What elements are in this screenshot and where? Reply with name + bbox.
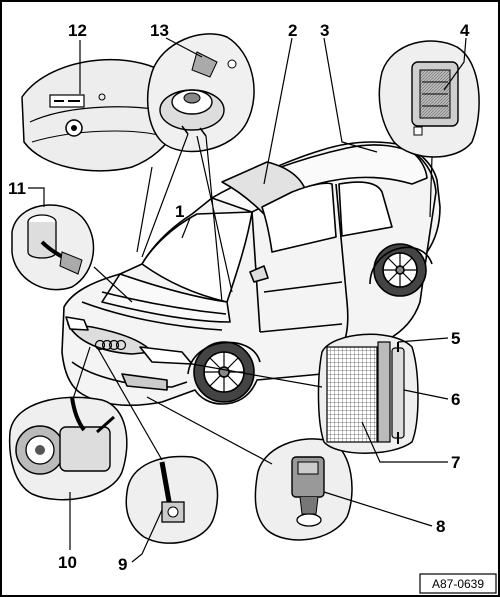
callout-3: 3 — [320, 21, 329, 40]
figure-reference-text: A87-0639 — [432, 577, 484, 591]
callout-4: 4 — [460, 21, 470, 40]
inset-8-sensor — [254, 438, 353, 541]
callout-11: 11 — [8, 179, 26, 198]
brand-logo-rings — [94, 339, 127, 351]
callout-8: 8 — [436, 517, 445, 536]
inset-9-component — [125, 455, 219, 544]
callout-6: 6 — [451, 390, 460, 409]
inset-11-receiver-drier — [11, 204, 95, 291]
callout-2: 2 — [288, 21, 297, 40]
inset-5-6-7-condenser — [317, 333, 419, 454]
callout-5: 5 — [451, 329, 460, 348]
inset-10-compressor — [8, 396, 128, 501]
callout-10: 10 — [58, 553, 77, 572]
callout-13: 13 — [150, 21, 169, 40]
callout-7: 7 — [451, 453, 460, 472]
leader-lines — [28, 37, 467, 563]
callout-12: 12 — [68, 21, 87, 40]
inset-4-component — [378, 40, 480, 158]
front-wheel — [193, 341, 255, 403]
callout-1: 1 — [175, 202, 184, 221]
rear-wheel — [373, 243, 427, 297]
inset-12-plenum-panel — [21, 58, 183, 172]
figure-reference-box: A87-0639 — [419, 573, 497, 594]
inset-13-strut-mount — [146, 33, 255, 153]
callout-9: 9 — [118, 555, 127, 574]
